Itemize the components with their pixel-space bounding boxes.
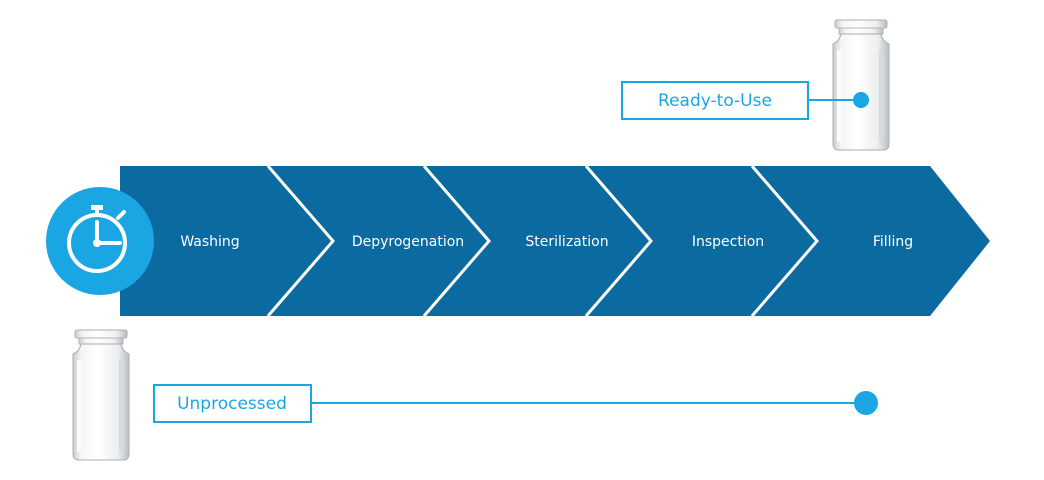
ready-to-use-tag: Ready-to-Use [621,81,869,120]
process-arrow [120,166,990,316]
divider-3 [584,165,653,317]
step-label-sterilization: Sterilization [525,234,608,250]
unprocessed-tag: Unprocessed [153,384,878,423]
step-label-filling: Filling [873,234,913,250]
step-dividers [266,165,819,317]
glass-vial-icon-ready [832,19,890,151]
ready-to-use-label: Ready-to-Use [658,91,772,111]
divider-1 [266,165,335,317]
step-label-washing: Washing [180,234,239,250]
unprocessed-label: Unprocessed [177,394,287,414]
glass-vial-icon-unprocessed [72,329,130,461]
step-label-depyrogenation: Depyrogenation [352,234,464,250]
divider-2 [422,165,491,317]
stopwatch-icon [46,187,154,295]
divider-4 [750,165,819,317]
step-label-inspection: Inspection [692,234,764,250]
